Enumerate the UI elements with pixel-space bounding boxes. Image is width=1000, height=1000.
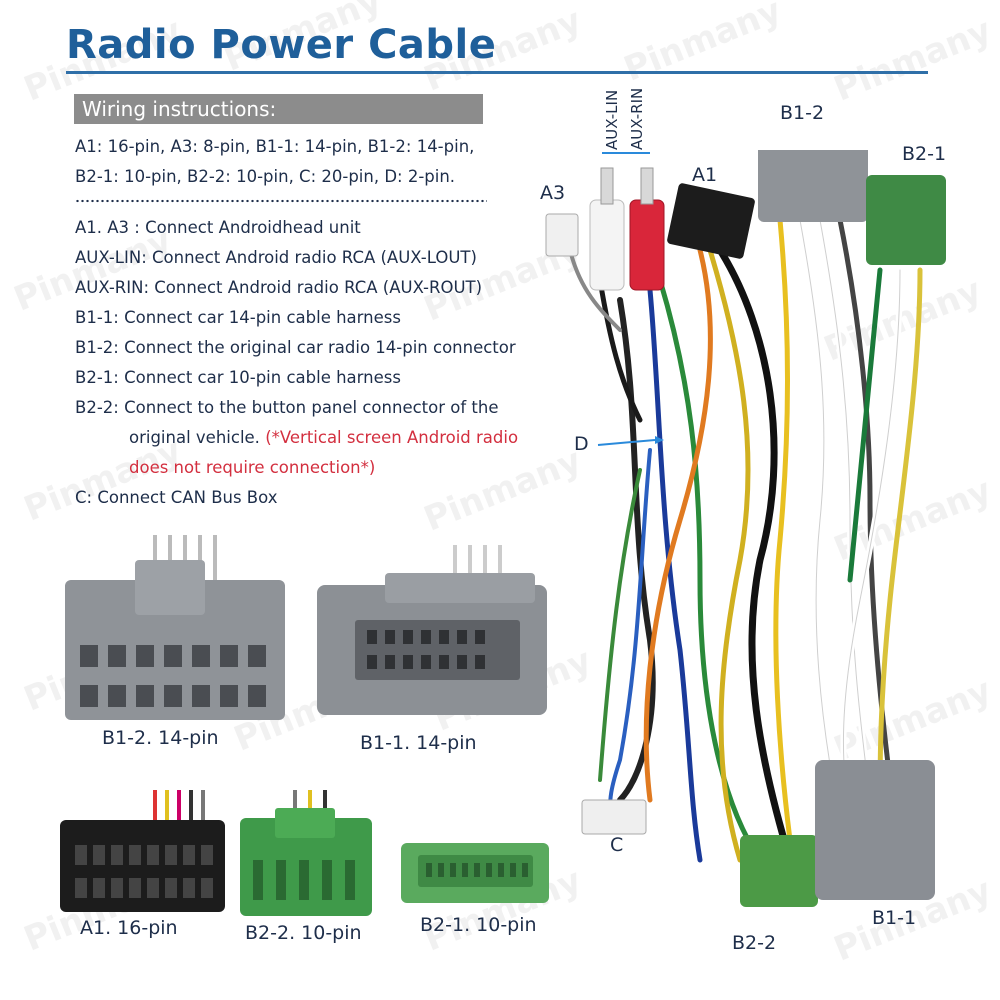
instruction-b1-1: B1-1: Connect car 14-pin cable harness: [75, 308, 401, 327]
instruction-a1-a3: A1. A3 : Connect Androidhead unit: [75, 218, 361, 237]
connector-b2-1-image: [401, 843, 549, 903]
watermark: Pinmany: [618, 0, 787, 90]
instruction-c: C: Connect CAN Bus Box: [75, 488, 278, 507]
label-b2-2: B2-2: [732, 932, 777, 954]
title-underline: [66, 71, 928, 74]
page-title: Radio Power Cable: [66, 22, 497, 68]
label-b2-1: B2-1: [902, 143, 947, 165]
connector-b1-2-image: [65, 535, 285, 720]
caption-b1-1: B1-1. 14-pin: [360, 732, 477, 754]
instruction-b2-1: B2-1: Connect car 10-pin cable harness: [75, 368, 401, 387]
label-aux-rin: AUX-RIN: [628, 87, 646, 150]
instruction-aux-lin: AUX-LIN: Connect Android radio RCA (AUX-…: [75, 248, 477, 267]
label-aux-lin: AUX-LIN: [603, 89, 621, 150]
label-a3: A3: [540, 182, 566, 204]
connector-a1-image: [60, 790, 225, 912]
instructions-header: Wiring instructions:: [74, 94, 483, 124]
label-d: D: [574, 433, 589, 455]
pin-count-line-2: B2-1: 10-pin, B2-2: 10-pin, C: 20-pin, D…: [75, 167, 456, 186]
label-c: C: [610, 834, 624, 856]
instruction-b2-2-note-line2: does not require connection*): [129, 458, 376, 477]
instruction-b1-2: B1-2: Connect the original car radio 14-…: [75, 338, 516, 357]
connector-b2-2-image: [240, 790, 372, 916]
connector-b1-1-image: [317, 545, 547, 715]
caption-b1-2: B1-2. 14-pin: [102, 727, 219, 749]
label-b1-2: B1-2: [780, 102, 825, 124]
instruction-b2-2-line2: original vehicle.: [129, 428, 260, 447]
instruction-b2-2-note: (*Vertical screen Android radio: [265, 428, 519, 447]
pin-count-line-1: A1: 16-pin, A3: 8-pin, B1-1: 14-pin, B1-…: [75, 137, 475, 156]
label-a1: A1: [692, 164, 718, 186]
watermark: Pinmany: [828, 10, 997, 110]
cable-harness-image: [545, 150, 946, 907]
divider-dotted: [75, 198, 487, 204]
label-b1-1: B1-1: [872, 907, 917, 929]
instruction-aux-rin: AUX-RIN: Connect Android radio RCA (AUX-…: [75, 278, 483, 297]
caption-a1: A1. 16-pin: [80, 917, 178, 939]
caption-b2-2: B2-2. 10-pin: [245, 922, 362, 944]
instruction-b2-2: B2-2: Connect to the button panel connec…: [75, 398, 499, 417]
instruction-b2-2-continued: original vehicle. (*Vertical screen Andr…: [129, 428, 518, 447]
caption-b2-1: B2-1. 10-pin: [420, 914, 537, 936]
